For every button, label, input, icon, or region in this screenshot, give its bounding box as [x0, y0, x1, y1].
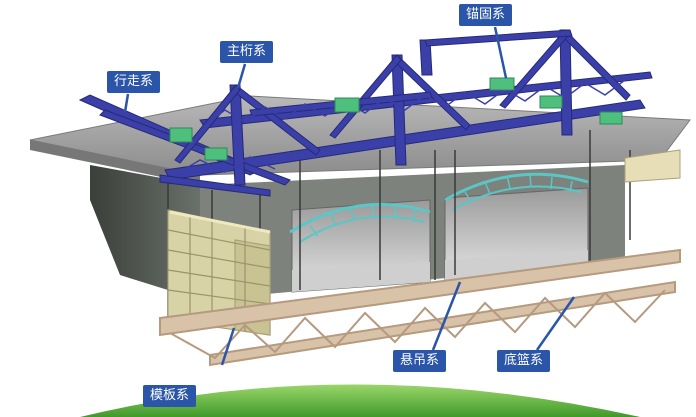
label-anchor-system: 锚固系 [459, 4, 512, 26]
label-walking-system: 行走系 [107, 71, 160, 93]
label-bottom-basket: 底篮系 [497, 350, 550, 372]
label-main-truss: 主桁系 [220, 41, 273, 63]
leader-walking-system [125, 94, 128, 112]
leader-main-truss [238, 64, 245, 88]
label-suspension-system: 悬吊系 [393, 350, 446, 372]
label-formwork-system: 模板系 [143, 385, 196, 407]
